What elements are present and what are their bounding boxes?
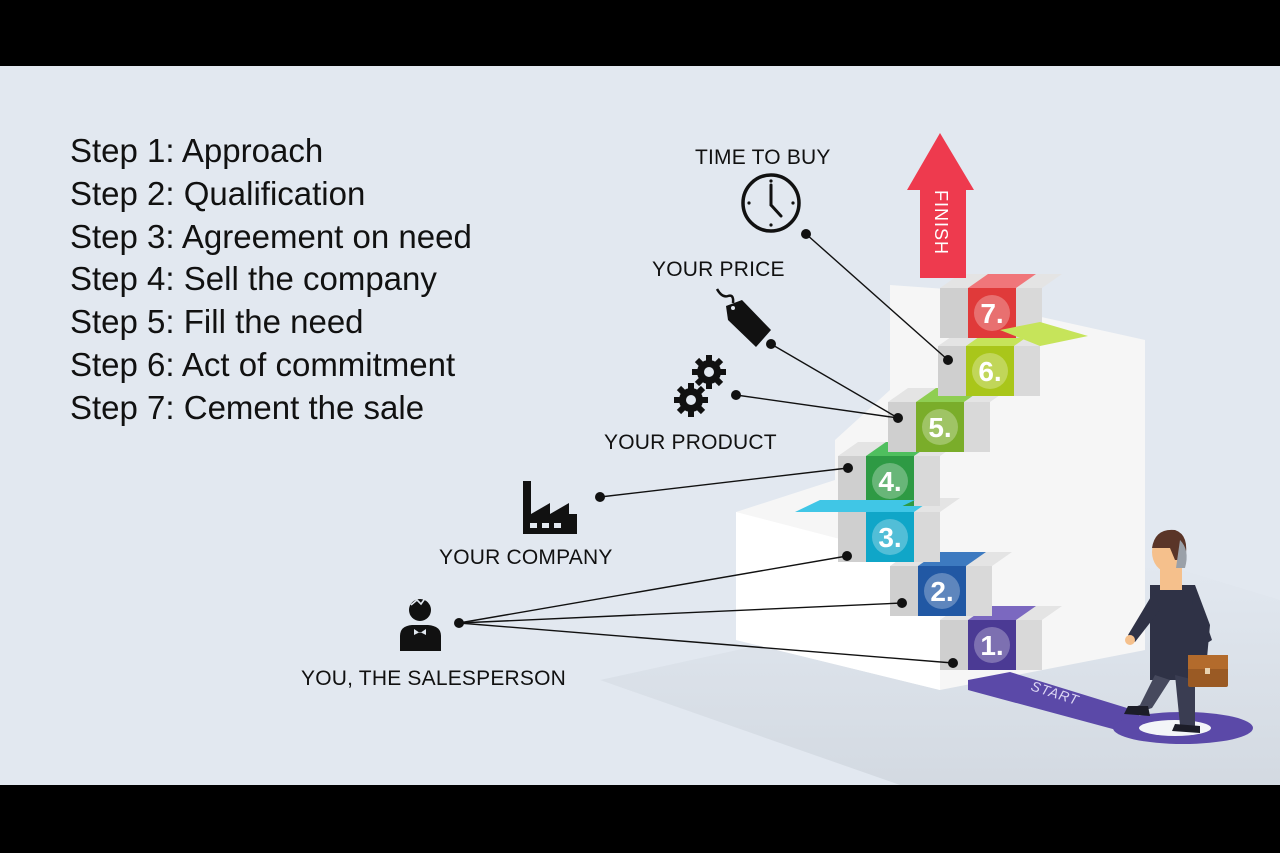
step-number: 6. <box>978 356 1001 387</box>
step6-platform <box>1000 322 1088 346</box>
gears-icon <box>674 355 726 417</box>
step-item: Step 4: Sell the company <box>70 260 437 298</box>
clock-icon <box>741 173 801 233</box>
connector-salesperson-to-step1 <box>458 622 954 664</box>
factory-icon <box>523 481 577 534</box>
connector-salesperson-to-step2 <box>458 602 903 624</box>
finish-arrow: FINISH <box>907 133 974 278</box>
step-number: 3. <box>878 522 901 553</box>
steps-list: Step 1: Approach Step 2: Qualification S… <box>70 130 472 430</box>
step-number: 1. <box>980 630 1003 661</box>
step-badge <box>974 295 1010 331</box>
connector-product-to-step5 <box>735 394 899 419</box>
step-item: Step 6: Act of commitment <box>70 345 456 383</box>
label-your-price: YOUR PRICE <box>652 258 785 281</box>
step-item: Step 3: Agreement on need <box>70 217 472 255</box>
step-badge <box>922 409 958 445</box>
connector-lines <box>458 233 954 664</box>
salesperson-icon <box>400 595 441 651</box>
connector-time-to-step6 <box>805 233 949 361</box>
step-item: Step 2: Qualification <box>70 174 366 212</box>
step-number: 5. <box>928 412 951 443</box>
stairs-group: 1. 2. 3. 4. 5. 6. 7. <box>795 274 1088 670</box>
label-salesperson: YOU, THE SALESPERSON <box>301 667 567 690</box>
businessman-figure <box>1124 529 1228 733</box>
step-badge <box>872 519 908 555</box>
connector-dots <box>454 229 958 668</box>
slide: Step 1: Approach Step 2: Qualification S… <box>0 66 1280 785</box>
finish-label: FINISH <box>931 190 951 255</box>
step-badge <box>872 463 908 499</box>
step-riser <box>918 566 966 616</box>
step-riser <box>966 346 1014 396</box>
step-riser <box>866 456 914 506</box>
step-number: 2. <box>930 576 953 607</box>
staircase-illustration: 1.2.3.4.5.6.7. FINISH START <box>400 133 1280 785</box>
price-tag-icon <box>715 288 771 347</box>
step-badge <box>972 353 1008 389</box>
connector-company-to-step4 <box>599 467 849 498</box>
connector-salesperson-to-step3 <box>458 555 848 624</box>
step-badge <box>974 627 1010 663</box>
step-riser <box>866 512 914 562</box>
step-item: Step 7: Cement the sale <box>70 388 425 426</box>
step-riser <box>916 402 964 452</box>
step-badge <box>924 573 960 609</box>
step-item: Step 5: Fill the need <box>70 303 364 341</box>
label-your-product: YOUR PRODUCT <box>604 431 777 454</box>
step-riser <box>968 620 1016 670</box>
label-time-to-buy: TIME TO BUY <box>695 146 831 169</box>
step3-platform <box>795 500 915 512</box>
connector-price-to-step5 <box>770 343 899 419</box>
step-number: 7. <box>980 298 1003 329</box>
label-your-company: YOUR COMPANY <box>439 546 613 569</box>
step-number: 4. <box>878 466 901 497</box>
step-item: Step 1: Approach <box>70 132 324 169</box>
